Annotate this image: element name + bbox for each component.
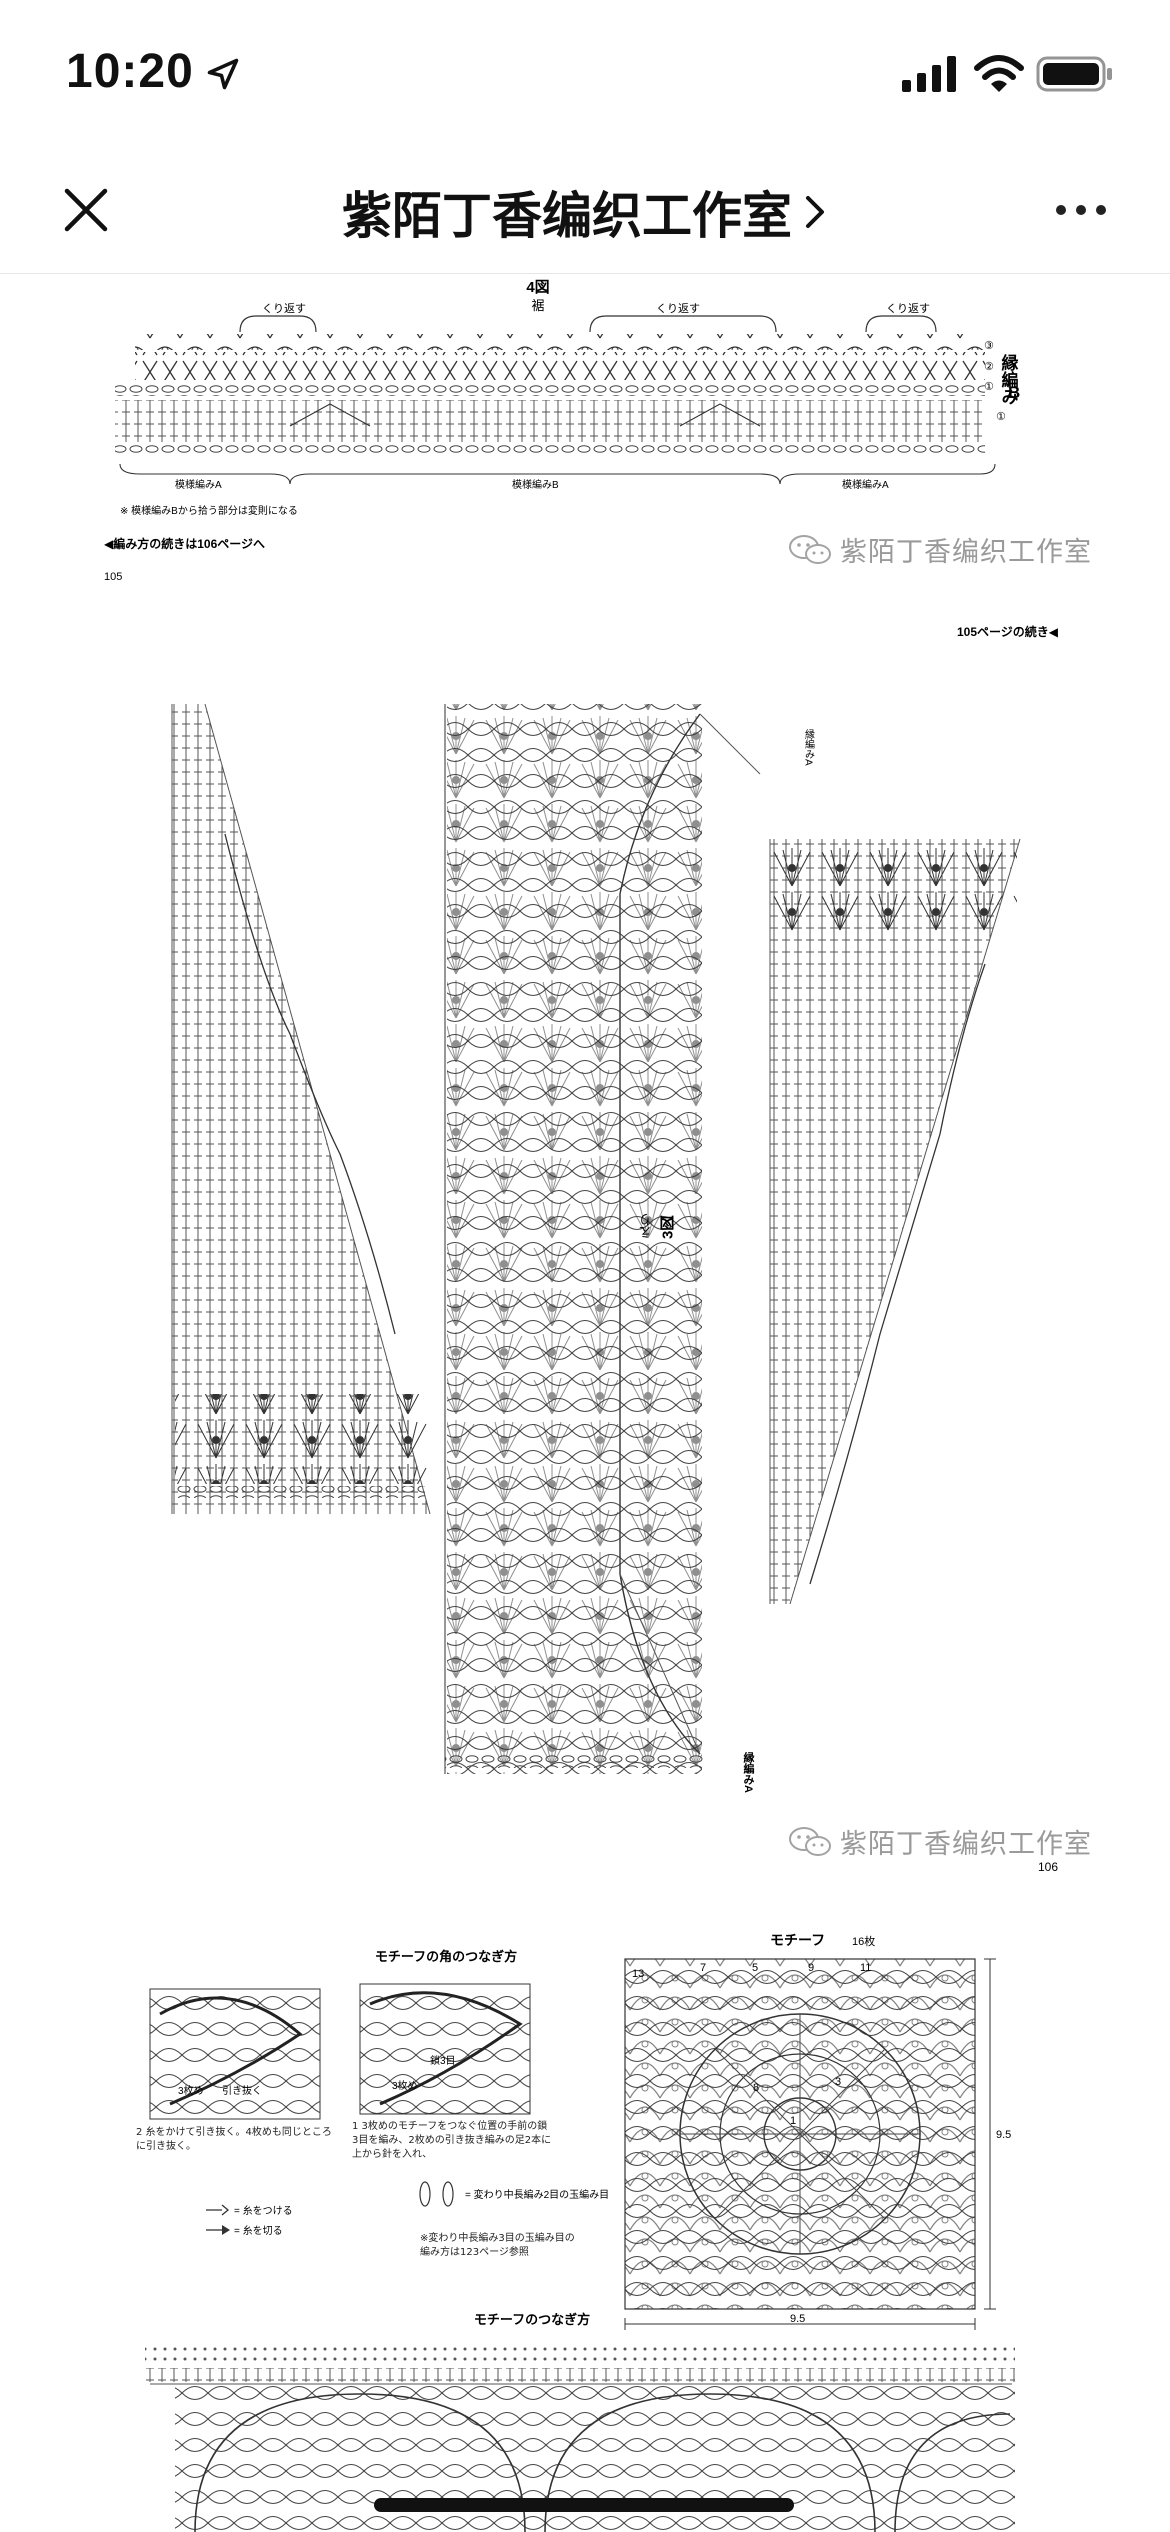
motif-number-8: 8 [753,2082,759,2094]
motif-number-13: 13 [632,1968,644,1980]
dot-icon [1076,205,1086,215]
figure-4-continued: ◀編み方の続きは106ページへ [104,536,265,551]
row-marker-1: ① [984,381,994,393]
motif-dim-width: 9.5 [790,2313,805,2325]
status-bar: 10:20 [0,0,1170,150]
figure-3-legend-note: 縁編みA [803,728,815,766]
wechat-logo-icon [789,534,831,564]
motif-number-5: 5 [752,1962,758,1974]
watermark-top: 紫陌丁香编织工作室 [788,530,1092,569]
figure-4-note: ※ 模様編みBから拾う部分は変則になる [120,504,298,517]
pattern-b-label: 模様編みB [512,478,559,491]
edge-label-b: 縁編み [999,353,1019,405]
pattern-a-label-left: 模様編みA [175,478,222,491]
figure-3-title: 3図 [660,1214,677,1239]
motif-join-title: モチーフのつなぎ方 [474,2312,590,2327]
watermark-bottom: 紫陌丁香编织工作室 [788,1822,1092,1861]
row-marker-2: ② [984,361,994,373]
row-marker-3: ③ [984,340,994,352]
motif-title: モチーフ [770,1932,825,1948]
close-icon [64,188,108,232]
figure-3-edge-label: 縁編みA [742,1751,755,1793]
location-arrow-icon [207,58,239,90]
account-title-link[interactable]: 紫陌丁香编织工作室 [300,172,870,252]
more-options-button[interactable] [1046,180,1116,240]
row-marker-1-bottom: ① [996,411,1006,423]
motif-dim-height: 9.5 [996,2129,1011,2141]
motif-corner-title: モチーフの角のつなぎ方 [375,1949,517,1964]
step2-label-a: 3枚め [178,2084,204,2097]
chevron-right-icon [806,196,824,228]
article-content[interactable]: 4図 裾 くり返す くり返す くり返す ③ ② ① ① 縁編み B [0,274,1170,2532]
motif-number-3: 3 [835,2076,841,2088]
cellular-signal-icon [902,56,956,92]
figure-4-title: 4図 [526,279,549,296]
motif-count: 16枚 [852,1934,875,1948]
wechat-logo-icon [789,1826,831,1856]
crochet-chart-image: 4図 裾 くり返す くり返す くり返す ③ ② ① ① 縁編み B [104,279,1059,2532]
home-indicator[interactable] [374,2498,794,2512]
watermark-text: 紫陌丁香编织工作室 [840,537,1092,567]
legend-cut: = 糸を切る [234,2225,283,2237]
repeat-label-3: くり返す [886,302,930,315]
motif-number-9: 9 [808,1962,814,1974]
step1-label-a: 3枚め [392,2079,418,2092]
repeat-label-1: くり返す [262,302,306,315]
close-button[interactable] [56,180,116,240]
edge-letter-b: B [1008,383,1020,402]
figure-3-continued-from: 105ページの続き◀ [957,624,1059,639]
figure-4: 4図 裾 くり返す くり返す くり返す ③ ② ① ① 縁編み B [104,279,1020,583]
step1-text: 1 3枚めのモチーフをつなぐ位置の手前の鎖3目を編み、2枚めの引き抜き編みの足2… [352,2121,552,2160]
page-number-105: 105 [104,571,122,583]
step1-label-b: 鎖3目 [430,2054,456,2067]
dot-icon [1096,205,1106,215]
legend-stitch: = 変わり中長編み2目の玉編み目 [465,2188,609,2201]
nav-header: 紫陌丁香编织工作室 [0,150,1170,274]
repeat-label-2: くり返す [656,302,700,315]
wifi-icon [974,55,1024,92]
page-title: 紫陌丁香编织工作室 [342,188,792,244]
legend-note: ※変わり中長編み3目の玉編み目の編み方は123ページ参照 [420,2233,575,2258]
motif-number-11: 11 [860,1962,871,1974]
page-number-106: 106 [1038,1860,1058,1874]
status-time: 10:20 [66,45,194,98]
figure-3: 105ページの続き◀ 3図 えり 縁編みA 縁編みA 106 [171,624,1059,1874]
figure-4-subtitle: 裾 [531,298,544,313]
step2-text: 2 糸をかけて引き抜く。4枚めも同じところに引き抜く。 [136,2127,332,2152]
battery-icon [1036,56,1112,92]
pattern-a-label-right: 模様編みA [842,478,889,491]
dot-icon [1056,205,1066,215]
motif-number-7: 7 [700,1962,706,1974]
motif-number-1: 1 [790,2115,796,2127]
figure-3-subtitle: えり [639,1213,654,1239]
legend-attach: = 糸をつける [234,2205,293,2217]
watermark-text: 紫陌丁香编织工作室 [840,1829,1092,1859]
motif-section: モチーフの角のつなぎ方 3枚め 引き抜く 3枚め 鎖3目 2 糸をかけて引き抜く… [136,1932,1015,2532]
step2-label-b: 引き抜く [222,2084,262,2097]
